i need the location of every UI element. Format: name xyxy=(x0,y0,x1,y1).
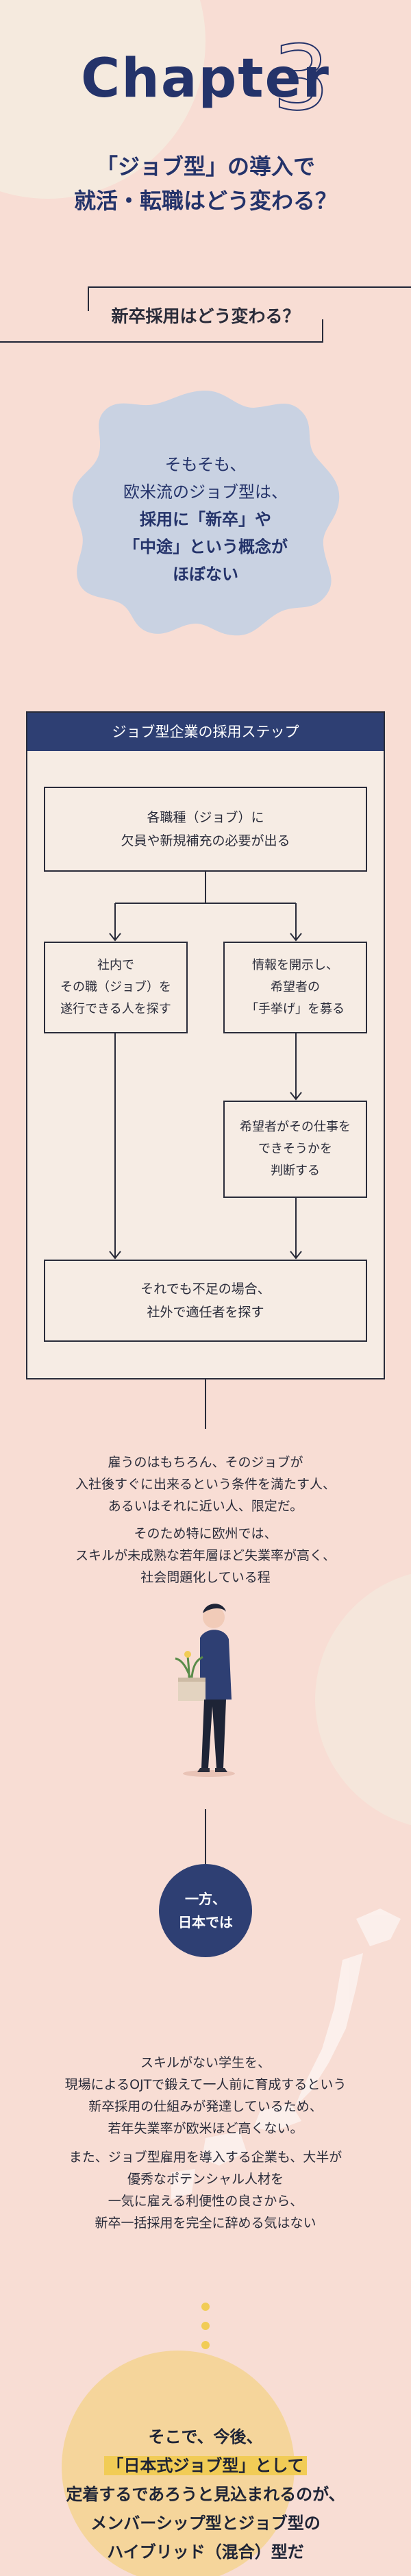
para3-line-4: 若年失業率が欧米ほど高くない。 xyxy=(108,2121,303,2136)
page-title: 「ジョブ型」の導入で 就活・転職はどう変わる？ xyxy=(0,149,411,218)
right-line-3: 「手挙げ」を募る xyxy=(246,1002,345,1016)
ellipsis-dot-2 xyxy=(201,2322,210,2330)
para4-line-4: 新卒一括採用を完全に辞める気はない xyxy=(95,2216,316,2231)
para2-line-1: そのため特に欧州では、 xyxy=(134,1526,277,1541)
conclusion-line-1: そこで、今後、 xyxy=(148,2427,263,2446)
conclusion-text: そこで、今後、 「日本式ジョブ型」として 定着するであろうと見込まれるのが、 メ… xyxy=(27,2422,384,2566)
para2-line-2: スキルが未成熟な若年層ほど失業率が高く、 xyxy=(75,1548,336,1563)
chapter-label: Chapter xyxy=(81,48,330,110)
paragraph-companies-keep-new-grad: また、ジョブ型雇用を導入する企業も、大半が 優秀なポテンシャル人材を 一気に雇え… xyxy=(27,2146,384,2234)
subheading-right-rule xyxy=(322,319,323,343)
flow-step-search-internal: 社内で その職（ジョブ）を 遂行できる人を探す xyxy=(44,942,188,1033)
speech-blob-shape xyxy=(72,391,340,636)
flow-step-search-external: それでも不足の場合、 社外で適任者を探す xyxy=(44,1260,367,1342)
right-line-1: 情報を開示し、 xyxy=(252,958,338,972)
japan-connector-line xyxy=(205,1809,206,1864)
blob-line-4: 「中途」という概念が xyxy=(123,537,288,556)
left-line-2: その職（ジョブ）を xyxy=(60,980,171,994)
subheading-left-rule xyxy=(88,286,89,311)
para3-line-3: 新卒採用の仕組みが発達しているため、 xyxy=(88,2099,323,2114)
circle-line-1: 一方、 xyxy=(185,1891,226,1907)
conclusion-line-4: メンバーシップ型とジョブ型の xyxy=(90,2514,321,2533)
section-subheading: 新卒採用はどう変わる？ xyxy=(111,306,300,326)
panel-connector-line xyxy=(205,1379,206,1429)
ellipsis-dot-1 xyxy=(201,2303,210,2311)
para1-line-1: 雇うのはもちろん、そのジョブが xyxy=(108,1455,303,1470)
title-line-1: 「ジョブ型」の導入で xyxy=(95,154,315,180)
conclusion-line-3: 定着するであろうと見込まれるのが、 xyxy=(66,2485,345,2504)
left-line-3: 遂行できる人を探す xyxy=(60,1002,171,1016)
para1-line-3: あるいはそれに近い人、限定だ。 xyxy=(108,1499,303,1514)
right2-line-1: 希望者がその仕事を xyxy=(240,1120,351,1134)
flowchart-header: ジョブ型企業の採用ステップ xyxy=(27,713,384,751)
right2-line-2: できそうかを xyxy=(258,1142,332,1156)
blob-line-1: そもそも、 xyxy=(164,455,247,474)
title-line-2: 就活・転職はどう変わる？ xyxy=(73,188,337,214)
japan-map-icon xyxy=(171,1909,401,2200)
ellipsis-dot-3 xyxy=(201,2341,210,2349)
para4-line-3: 一気に雇える利便性の良さから、 xyxy=(108,2194,303,2209)
para3-line-2: 現場によるOJTで鍛えて一人前に育成するという xyxy=(64,2077,347,2092)
flow-step-open-call: 情報を開示し、 希望者の 「手挙げ」を募る xyxy=(223,942,367,1033)
chapter-number: 3 xyxy=(272,25,330,131)
flow-connectors xyxy=(109,872,302,1260)
para1-line-2: 入社後すぐに出来るという条件を満たす人、 xyxy=(75,1477,336,1492)
japan-circle-badge: 一方、 日本では xyxy=(159,1864,252,1957)
conclusion-line-2: 「日本式ジョブ型」として xyxy=(27,2451,384,2480)
paragraph-europe-unemployment: そのため特に欧州では、 スキルが未成熟な若年層ほど失業率が高く、 社会問題化して… xyxy=(41,1523,370,1588)
decor-circle-mid xyxy=(315,1573,411,1826)
highlight-japanese-job-type: 「日本式ジョブ型」として xyxy=(104,2456,307,2475)
conclusion-line-5: ハイブリッド（混合）型だ xyxy=(107,2542,304,2562)
blob-line-3: 採用に「新卒」や xyxy=(140,510,271,529)
speech-blob-text: そもそも、 欧米流のジョブ型は、 採用に「新卒」や 「中途」という概念が ほぼな… xyxy=(116,451,295,588)
right-line-2: 希望者の xyxy=(271,980,320,994)
circle-line-2: 日本では xyxy=(178,1914,233,1930)
blob-line-2: 欧米流のジョブ型は、 xyxy=(123,482,288,502)
subheading-bottom-rule xyxy=(0,341,322,343)
paragraph-hiring-condition: 雇うのはもちろん、そのジョブが 入社後すぐに出来るという条件を満たす人、 あるい… xyxy=(41,1451,370,1517)
flow-step-assess-applicant: 希望者がその仕事を できそうかを 判断する xyxy=(223,1101,367,1198)
final-step-line-1: それでも不足の場合、 xyxy=(140,1281,271,1297)
step1-line-2: 欠員や新規補充の必要が出る xyxy=(121,833,290,848)
final-step-line-2: 社外で適任者を探す xyxy=(147,1305,264,1320)
para4-line-2: 優秀なポテンシャル人材を xyxy=(127,2172,284,2187)
right2-line-3: 判断する xyxy=(271,1164,320,1178)
blob-line-5: ほぼない xyxy=(173,565,238,584)
left-line-1: 社内で xyxy=(97,958,134,972)
paragraph-japan-ojt: スキルがない学生を、 現場によるOJTで鍛えて一人前に育成するという 新卒採用の… xyxy=(27,2052,384,2139)
decor-circle-top xyxy=(0,0,206,199)
step1-line-1: 各職種（ジョブ）に xyxy=(147,810,264,825)
person-carrying-box-illustration xyxy=(175,1604,235,1777)
para2-line-3: 社会問題化している程 xyxy=(140,1570,271,1585)
subheading-top-rule xyxy=(89,286,411,288)
para4-line-1: また、ジョブ型雇用を導入する企業も、大半が xyxy=(68,2150,342,2165)
flow-step-need-arises: 各職種（ジョブ）に 欠員や新規補充の必要が出る xyxy=(44,787,367,872)
para3-line-1: スキルがない学生を、 xyxy=(140,2055,271,2070)
